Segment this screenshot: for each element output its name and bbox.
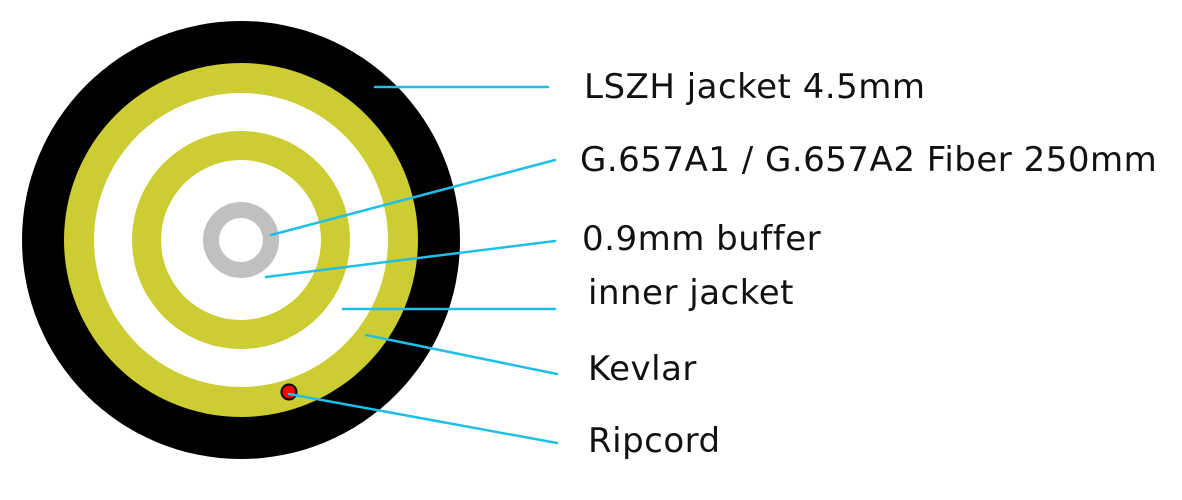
ripcord-dot [280, 383, 298, 401]
fiber-label: G.657A1 / G.657A2 Fiber 250mm [580, 140, 1158, 180]
fiber-leader-line [269, 158, 557, 237]
kevlar-leader-line [364, 333, 559, 376]
kevlar-label: Kevlar [588, 349, 697, 389]
ripcord-leader-line [287, 392, 559, 445]
ripcord-label: Ripcord [588, 421, 721, 461]
inner-jacket-label: inner jacket [588, 273, 794, 313]
lszh-jacket-label: LSZH jacket 4.5mm [584, 67, 926, 107]
fiber-core [219, 218, 263, 262]
buffer-leader-line [264, 239, 557, 279]
buffer-label: 0.9mm buffer [582, 219, 822, 259]
